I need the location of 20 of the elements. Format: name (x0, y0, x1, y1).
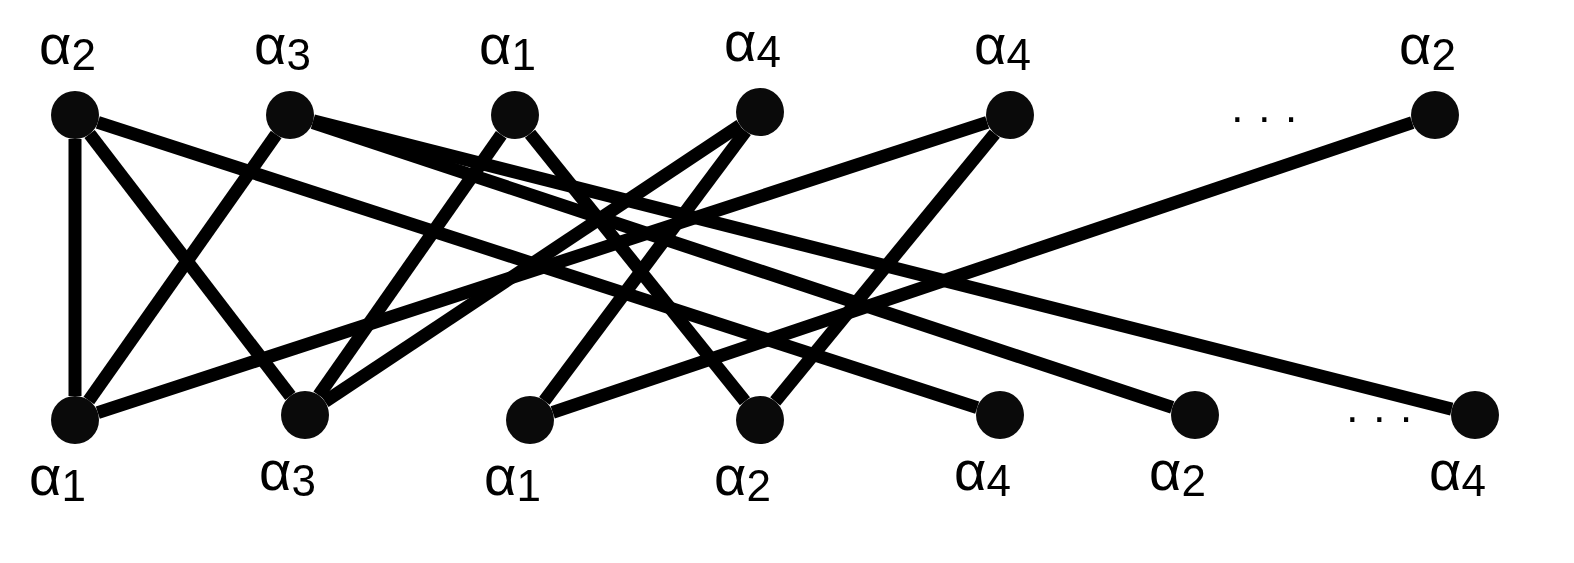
connector-line (311, 114, 1454, 416)
vertex-label: α$_{4}$ (724, 14, 781, 70)
ellipsis: · · · (1230, 95, 1299, 139)
connector-line (770, 129, 1000, 406)
vertex-label: α$_{2}$ (714, 448, 771, 504)
vertex-label: α$_{2}$ (1149, 443, 1206, 499)
ellipsis: · · · (1345, 395, 1414, 439)
vertex-label: α$_{1}$ (29, 448, 86, 504)
vertex-label: α$_{4}$ (1429, 443, 1486, 499)
vertex-label: α$_{1}$ (484, 448, 541, 504)
vertex-label: α$_{3}$ (259, 443, 316, 499)
vertex-label: α$_{4}$ (974, 17, 1031, 73)
vertex-label: α$_{3}$ (254, 17, 311, 73)
connector-line (550, 116, 1415, 419)
connector-line (68, 139, 82, 396)
vertex-label: α$_{2}$ (1399, 17, 1456, 73)
vertex-label: α$_{1}$ (479, 17, 536, 73)
connector-line (313, 130, 507, 400)
vertex-label: α$_{4}$ (954, 443, 1011, 499)
vertex-label: α$_{2}$ (39, 17, 96, 73)
